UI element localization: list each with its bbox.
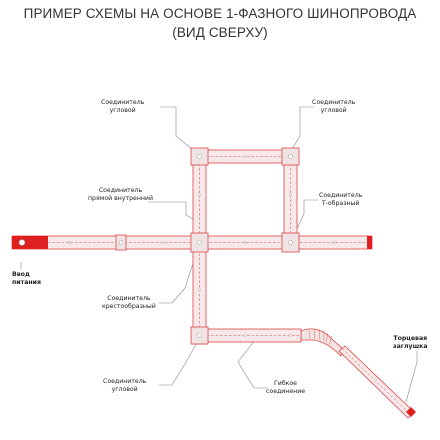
label-end-cap: Торцевая заглушка [393, 335, 428, 351]
flexible-connection [300, 328, 345, 357]
diagonal-rail [338, 345, 415, 419]
label-corner-bottom: Соединитель угловой [103, 378, 147, 394]
leader-corner-top-left [160, 106, 199, 155]
leader-corner-bottom [159, 340, 199, 386]
leader-end-cap [405, 351, 418, 403]
leader-flexible [237, 335, 268, 389]
diagram-title: ПРИМЕР СХЕМЫ НА ОСНОВЕ 1-ФАЗНОГО ШИНОПРО… [23, 6, 417, 21]
end-cap-right [367, 236, 372, 249]
rail-system [11, 147, 416, 419]
label-corner-top-left: Соединитель угловой [101, 99, 145, 115]
rail-mount-marks [68, 155, 377, 382]
label-power-input: Ввод питания [12, 271, 41, 287]
label-cross: Соединитель крестообразный [102, 295, 156, 311]
diagram-subtitle: (ВИД СВЕРХУ) [172, 25, 268, 40]
flexible-ribs [308, 328, 333, 346]
end-cap [406, 407, 416, 417]
label-flexible: Гибкое соединение [266, 380, 306, 396]
leader-cross [159, 247, 199, 304]
leader-corner-top-right [288, 106, 314, 155]
label-straight-inner: Соединитель прямой внутренний [88, 187, 153, 203]
connector-screws [118, 154, 293, 338]
label-t-connector: Соединитель Т-образный [319, 192, 363, 208]
label-corner-top-right: Соединитель угловой [312, 99, 356, 115]
leader-t-connector [290, 199, 318, 242]
power-input-block [12, 236, 48, 249]
leader-straight-inner [148, 201, 201, 224]
